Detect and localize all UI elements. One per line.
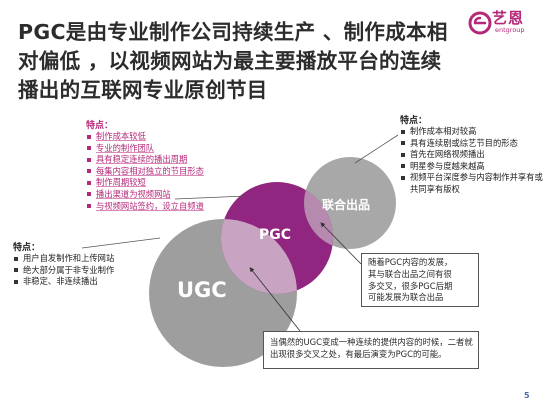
ugc-features: 特点： 用户自发制作和上传网站 绝大部分属于非专业制作 非稳定、非连续播出	[13, 240, 114, 288]
pgc-features: 特点： 制作成本较低 专业的制作团队 具有稳定连续的播出周期 每集内容相对独立的…	[86, 118, 204, 212]
logo-icon	[468, 11, 492, 35]
list-item: 具有稳定连续的播出周期	[86, 154, 204, 166]
title-line-2: 对偏低 ，以视频网站为最主要播放平台的连续	[18, 49, 442, 73]
callout-line: 多交叉，很多PGC后期	[368, 280, 453, 291]
list-item: 绝大部分属于非专业制作	[13, 265, 114, 277]
list-item: 制作周期较短	[86, 177, 204, 189]
callout-line: 当偶然的UGC变成一种连续的提供内容的时候，二者就	[270, 337, 473, 347]
callout-line: 随着PGC内容的发展，	[368, 257, 453, 267]
list-item: 每集内容相对独立的节目形态	[86, 166, 204, 178]
list-item: 制作成本相对较高	[400, 126, 548, 138]
page-title: PGC是由专业制作公司持续生产 、制作成本相 对偏低 ，以视频网站为最主要播放平…	[18, 18, 478, 105]
ugc-features-heading: 特点：	[13, 243, 41, 253]
list-item: 用户自发制作和上传网站	[13, 253, 114, 265]
pgc-show-overlap	[304, 182, 333, 249]
title-line-3: 播出的互联网专业原创节目	[18, 78, 268, 102]
pgc-circle-label: PGC	[259, 227, 292, 243]
callout-line: 可能发展为联合出品	[368, 292, 444, 303]
list-item: 非稳定、非连续播出	[13, 276, 114, 288]
list-item: 与视频网站签约，设立自频道	[86, 201, 204, 213]
page-number: 5	[524, 391, 530, 400]
logo-subtitle: entgroup	[495, 26, 525, 34]
list-item: 制作成本较低	[86, 131, 204, 143]
ugc-circle-label: UGC	[177, 278, 227, 302]
callout-line: 出现很多交叉之处，有最后演变为PGC的可能。	[270, 348, 447, 359]
list-item: 明星参与度越来越高	[400, 161, 548, 173]
ugc-features-list: 用户自发制作和上传网站 绝大部分属于非专业制作 非稳定、非连续播出	[13, 253, 114, 288]
callout-line: 其与联合出品之间有很	[368, 268, 452, 279]
list-item: 视频平台深度参与内容制作并享有或共同享有版权	[400, 172, 548, 195]
list-item: 具有连续剧或综艺节目的形态	[400, 138, 548, 150]
pgc-features-list: 制作成本较低 专业的制作团队 具有稳定连续的播出周期 每集内容相对独立的节目形态…	[86, 131, 204, 212]
show-features: 特点： 制作成本相对较高 具有连续剧或综艺节目的形态 首先在网络视频播出 明星参…	[400, 113, 548, 196]
pgc-callout-box: 随着PGC内容的发展， 其与联合出品之间有很 多交叉，很多PGC后期 可能发展为…	[361, 253, 479, 307]
show-features-list: 制作成本相对较高 具有连续剧或综艺节目的形态 首先在网络视频播出 明星参与度越来…	[400, 126, 548, 196]
co-production-circle-label: 联合出品	[322, 198, 371, 212]
list-item: 首先在网络视频播出	[400, 149, 548, 161]
logo-name: 艺恩	[492, 9, 525, 27]
ugc-callout-box: 当偶然的UGC变成一种连续的提供内容的时候，二者就 出现很多交叉之处，有最后演变…	[263, 331, 479, 369]
list-item: 专业的制作团队	[86, 143, 204, 155]
pgc-features-heading: 特点：	[86, 121, 114, 131]
entgroup-logo: 艺恩 entgroup	[468, 8, 544, 40]
title-line-1: PGC是由专业制作公司持续生产 、制作成本相	[18, 20, 448, 44]
show-features-heading: 特点：	[400, 116, 428, 126]
list-item: 播出渠道为视频网站	[86, 189, 204, 201]
